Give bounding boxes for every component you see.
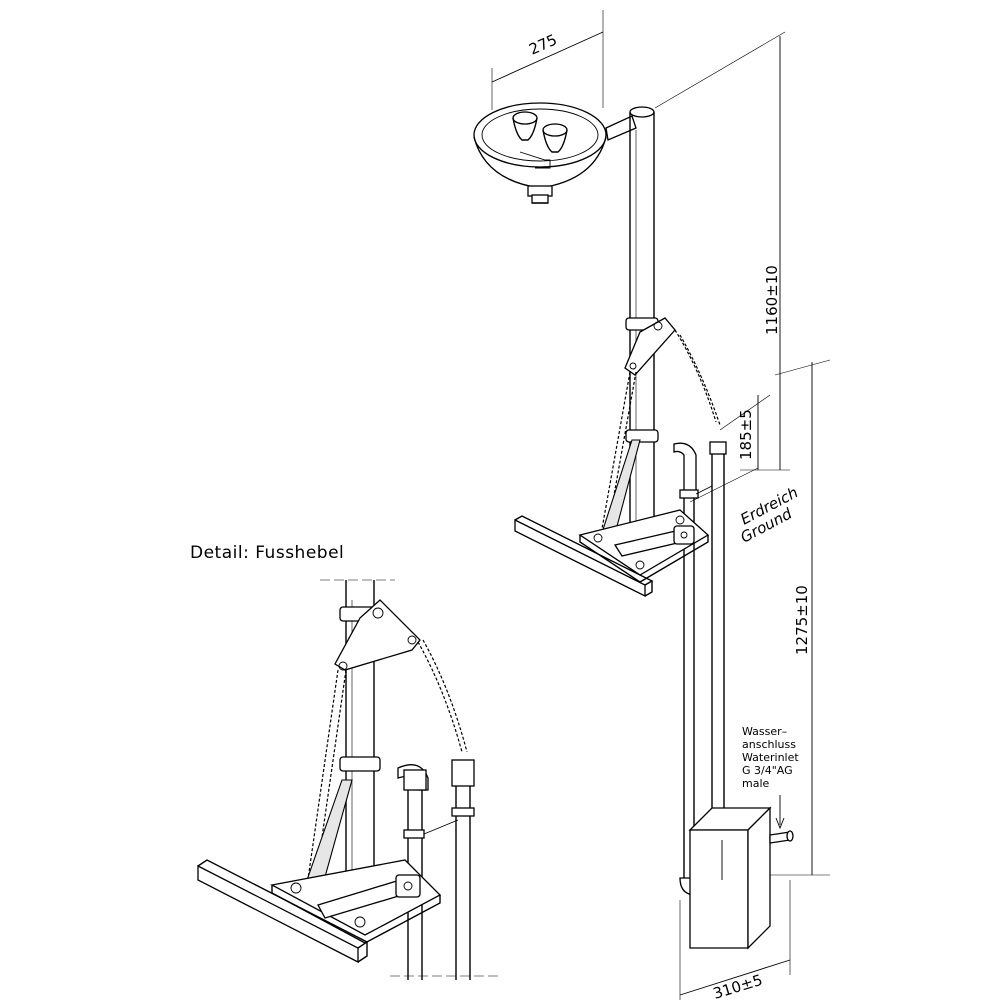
water-inlet-note: Wasser– anschluss Waterinlet G 3/4"AG ma… — [742, 725, 799, 790]
water-inlet-line-5: male — [742, 777, 770, 790]
water-inlet-line-1: Wasser– — [742, 725, 787, 738]
eyewash-bowl — [473, 102, 637, 204]
base-width-dimension: 310±5 — [711, 971, 765, 1003]
water-inlet-line-3: Waterinlet — [742, 751, 799, 764]
main-dimension-lines — [491, 10, 831, 1000]
water-inlet-line-2: anschluss — [742, 738, 796, 751]
detail-foot-lever: Detail: Fusshebel — [190, 543, 500, 980]
pedal-height-dimension: 185±5 — [737, 409, 755, 460]
main-base-plate — [514, 509, 710, 598]
main-assembly: 275 1160±10 185±5 1275±10 310±5 Erdreich… — [473, 10, 831, 1003]
water-inlet-line-4: G 3/4"AG — [742, 764, 793, 777]
bottom-height-dimension: 1275±10 — [793, 585, 811, 655]
bowl-width-dimension: 275 — [526, 31, 559, 59]
total-height-dimension: 1160±10 — [763, 265, 781, 335]
main-foot-lever — [597, 317, 721, 546]
detail-title: Detail: Fusshebel — [190, 543, 344, 563]
main-valve-box — [688, 806, 794, 950]
